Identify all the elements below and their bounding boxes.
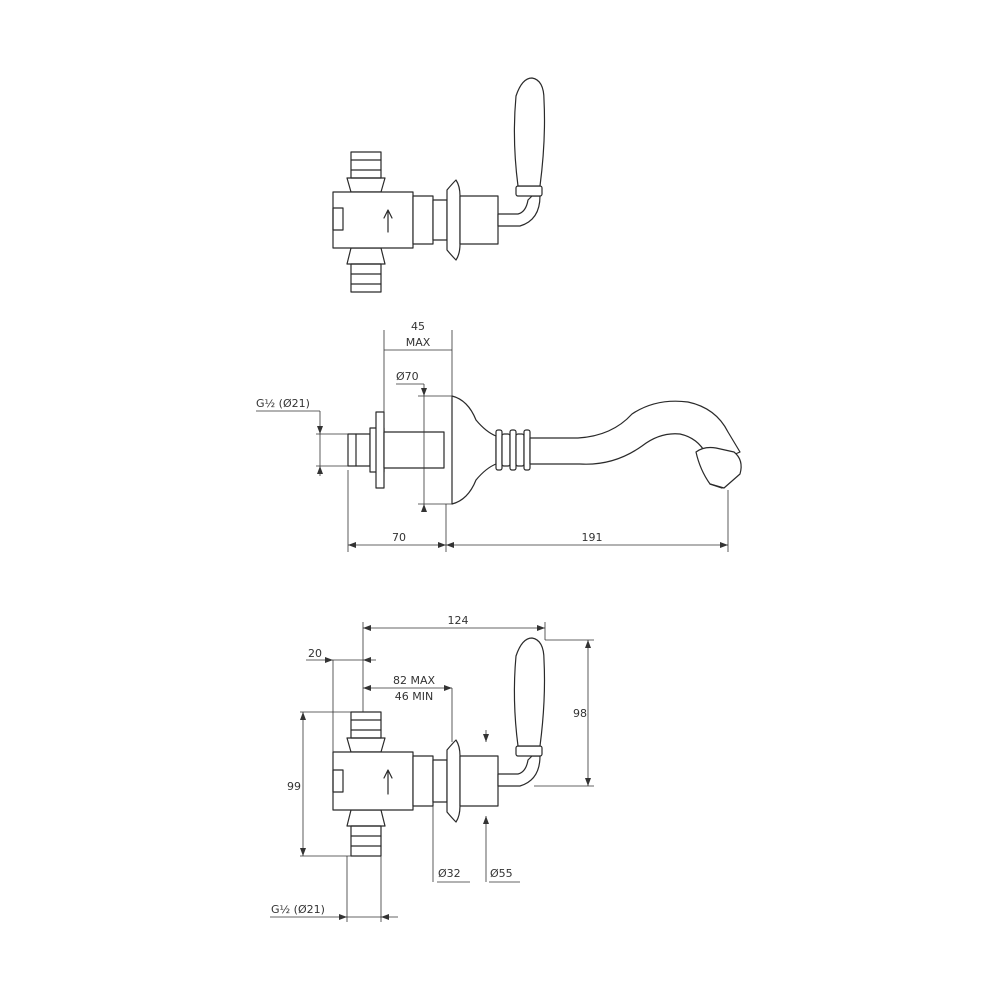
rosette [451, 395, 497, 505]
depth-max-value: 45 [411, 320, 425, 333]
rosette-diameter: Ø70 [396, 370, 419, 383]
total-length: 124 [448, 614, 469, 627]
dimension-labels: 45 MAX Ø70 G½ (Ø21) 70 191 124 20 82 MAX… [256, 320, 603, 916]
aerator [695, 446, 742, 489]
rear-thread [347, 433, 371, 467]
lever-handle [513, 77, 546, 187]
top-view-valve [332, 77, 546, 293]
spout-reach: 191 [582, 531, 603, 544]
bottom-inlet-connector [350, 263, 382, 293]
depth-max-unit: MAX [406, 336, 431, 349]
body-length: 70 [392, 531, 406, 544]
flange-diameter: Ø55 [490, 867, 513, 880]
valve-body [332, 191, 414, 249]
dimension-lines [256, 330, 729, 922]
side-thread-size: G½ (Ø21) [256, 397, 310, 410]
body-rod [383, 431, 445, 469]
bottom-thread-size: G½ (Ø21) [271, 903, 325, 916]
side-view-spout [347, 395, 742, 505]
lever-height: 98 [573, 707, 587, 720]
wall-depth-max: 82 MAX [393, 674, 436, 687]
offset: 20 [308, 647, 322, 660]
sleeve-diameter: Ø32 [438, 867, 461, 880]
height: 99 [287, 780, 301, 793]
lever-stem [497, 195, 541, 227]
wall-flange [446, 179, 461, 261]
top-inlet-connector [350, 151, 382, 179]
bottom-view-valve [332, 637, 546, 857]
wall-depth-min: 46 MIN [395, 690, 433, 703]
